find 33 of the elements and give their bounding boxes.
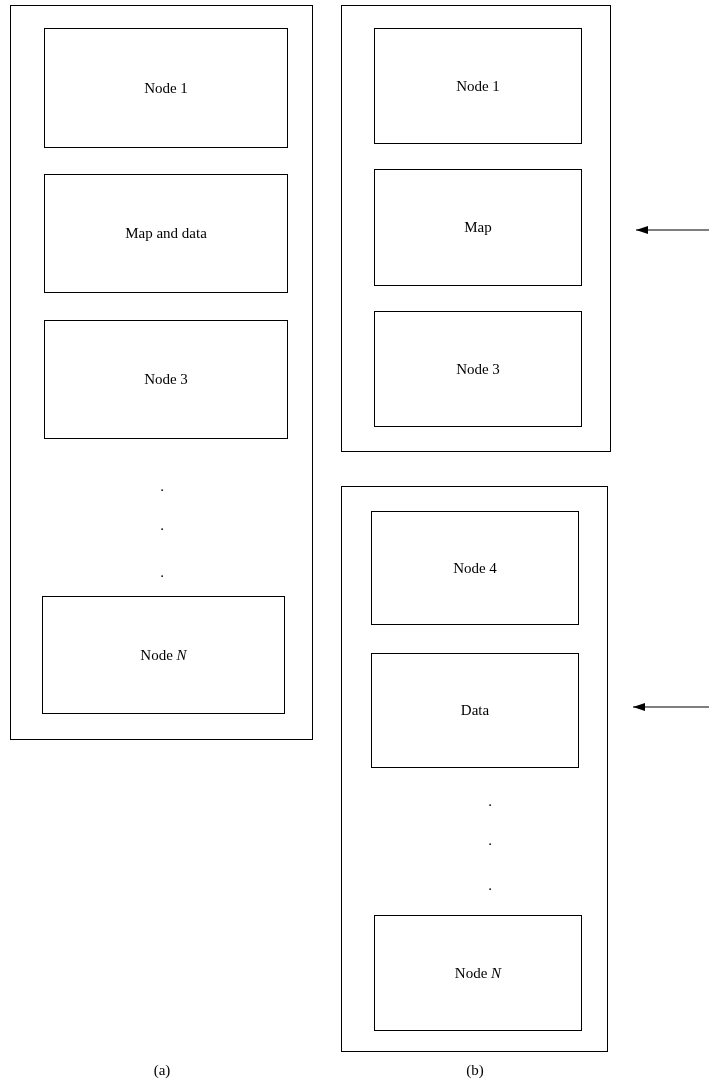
ellipsis-dot: . — [488, 877, 492, 893]
ellipsis-dot: . — [160, 478, 164, 494]
container-box — [341, 5, 611, 452]
panel-label: (a) — [153, 1062, 171, 1078]
node-box — [374, 915, 582, 1031]
panel-label: (b) — [466, 1062, 484, 1078]
node-label: Node 1 — [144, 78, 188, 98]
node-label: Node N — [140, 645, 187, 665]
node-label: Node 4 — [453, 558, 497, 578]
node-label: Node N — [454, 963, 502, 983]
node-box — [44, 174, 288, 293]
node-label: Node 1 — [456, 76, 500, 96]
ellipsis-dot: . — [160, 564, 164, 580]
node-box — [44, 28, 288, 148]
node-box — [371, 653, 579, 768]
node-label: Node 3 — [144, 370, 188, 390]
node-box — [42, 596, 285, 714]
arrow — [635, 226, 710, 234]
node-label: Node 3 — [456, 359, 500, 379]
container-box — [10, 5, 313, 740]
node-label: Data — [460, 701, 490, 721]
node-box — [374, 28, 582, 144]
node-box — [44, 320, 288, 439]
arrow — [632, 703, 710, 711]
node-box — [371, 511, 579, 625]
ellipsis-dot: . — [488, 793, 492, 809]
node-box — [374, 311, 582, 427]
ellipsis-dot: . — [488, 832, 492, 848]
node-label: Map and data — [125, 224, 207, 244]
node-box — [374, 169, 582, 286]
ellipsis-dot: . — [160, 517, 164, 533]
node-label: Map — [464, 218, 492, 238]
container-box — [341, 486, 608, 1052]
